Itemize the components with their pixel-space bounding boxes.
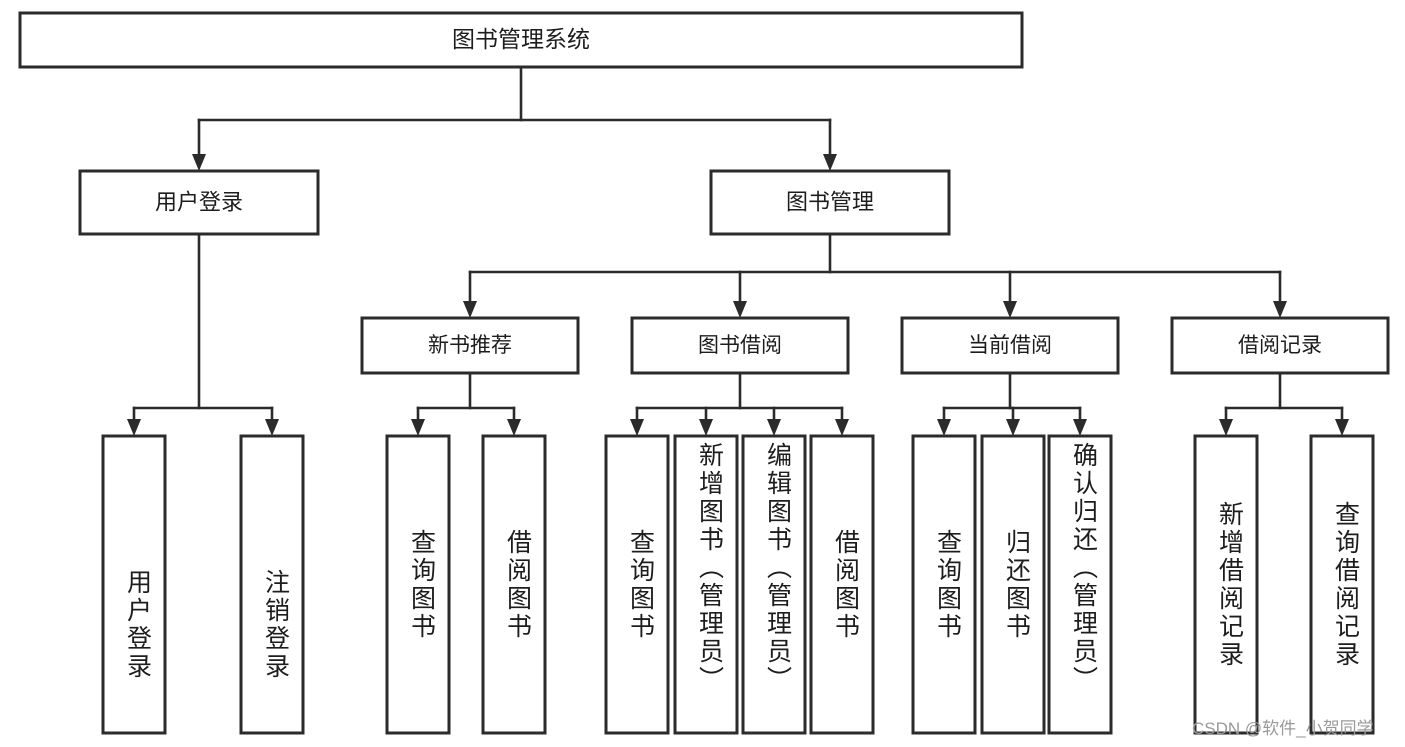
node-current-borrow[interactable] <box>900 316 1120 375</box>
node-leaf-query-borrow-record[interactable] <box>1309 434 1375 735</box>
node-leaf-edit-book-admin[interactable] <box>741 434 807 735</box>
connector-borrow-record-arrowhead-1 <box>1335 419 1349 436</box>
node-root-label: 图书管理系统 <box>452 26 590 52</box>
node-borrow-record[interactable] <box>1170 316 1390 375</box>
connector-book-borrow-arrowhead-1 <box>699 419 713 436</box>
node-leaf-add-borrow-record[interactable] <box>1193 434 1259 735</box>
node-leaf-query-book-3[interactable] <box>911 434 977 735</box>
connector-new-book-recommend-arrowhead-0 <box>411 419 425 436</box>
node-leaf-return-book[interactable] <box>980 434 1046 735</box>
connector-current-borrow-arrowhead-2 <box>1073 419 1087 436</box>
node-leaf-borrow-book-2[interactable] <box>809 434 875 735</box>
connector-borrow-record-arrowhead-0 <box>1219 419 1233 436</box>
node-leaf-query-book-1[interactable] <box>385 434 451 735</box>
node-borrow-record-label: 借阅记录 <box>1238 334 1322 357</box>
connector-book-borrow-arrowhead-2 <box>767 419 781 436</box>
connector-current-borrow-arrowhead-1 <box>1006 419 1020 436</box>
connector-user-login-arrowhead-1 <box>265 419 279 436</box>
node-leaf-confirm-return-admin[interactable] <box>1047 434 1113 735</box>
connector-book-manage-arrowhead-0 <box>463 301 477 318</box>
connector-root-arrowhead-0 <box>192 154 206 171</box>
connector-book-manage-arrowhead-2 <box>1003 301 1017 318</box>
node-user-login-label: 用户登录 <box>155 189 243 214</box>
connector-layer <box>127 65 1349 436</box>
node-leaf-borrow-book-1[interactable] <box>481 434 547 735</box>
node-new-book-recommend[interactable] <box>360 316 580 375</box>
connector-new-book-recommend-arrowhead-1 <box>507 419 521 436</box>
node-leaf-query-book-2[interactable] <box>604 434 670 735</box>
node-book-manage-label: 图书管理 <box>786 189 874 214</box>
connector-book-manage-arrowhead-3 <box>1273 301 1287 318</box>
connector-book-borrow-arrowhead-0 <box>630 419 644 436</box>
connector-user-login-arrowhead-0 <box>127 419 141 436</box>
connector-book-manage-arrowhead-1 <box>733 301 747 318</box>
node-current-borrow-label: 当前借阅 <box>968 334 1052 357</box>
connector-current-borrow-arrowhead-0 <box>937 419 951 436</box>
node-user-login[interactable] <box>78 169 320 236</box>
csdn-watermark: CSDN @软件_小贺同学 <box>1192 719 1374 738</box>
node-leaf-user-login[interactable] <box>101 434 167 735</box>
node-leaf-logout-login[interactable] <box>239 434 305 735</box>
node-book-manage[interactable] <box>709 169 951 236</box>
node-leaf-add-book-admin[interactable] <box>673 434 739 735</box>
connector-root-arrowhead-1 <box>823 154 837 171</box>
node-book-borrow[interactable] <box>630 316 850 375</box>
node-root[interactable] <box>18 11 1024 69</box>
connector-book-borrow-arrowhead-3 <box>835 419 849 436</box>
box-layer <box>18 11 1390 735</box>
node-new-book-recommend-label: 新书推荐 <box>428 334 512 357</box>
node-book-borrow-label: 图书借阅 <box>698 334 782 357</box>
